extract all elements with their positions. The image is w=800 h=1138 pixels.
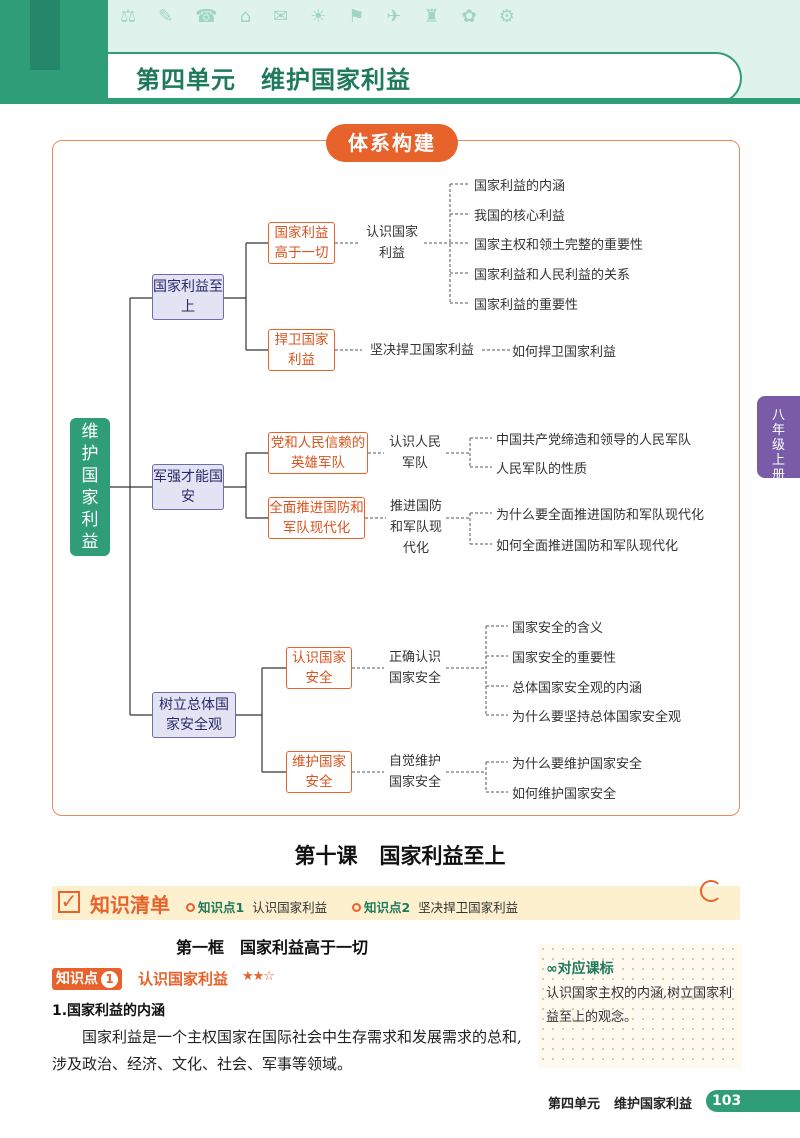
grade-side-tab-label: 八年级上册 xyxy=(771,408,785,483)
section-heading: 1.国家利益的内涵 xyxy=(52,1003,166,1019)
footer-unit-label: 第四单元维护国家利益 xyxy=(548,1097,693,1112)
curriculum-standard-title: ∞对应课标 xyxy=(546,961,614,977)
leaf-3a-3: 总体国家安全观的内涵 xyxy=(512,681,643,696)
checkmark-icon: ✓ xyxy=(58,891,80,913)
leaf-1a-4: 国家利益和人民利益的关系 xyxy=(474,268,631,283)
mid-label-1a: 认识国家利益 xyxy=(365,225,418,261)
frame-name: 国家利益高于一切 xyxy=(240,938,369,957)
leaf-1a-5: 国家利益的重要性 xyxy=(474,298,579,313)
section-body: 国家利益是一个主权国家在国际社会中生存需求和发展需求的总和,涉及政治、经济、文化… xyxy=(52,1028,522,1073)
curriculum-standard-text: 认识国家主权的内涵,树立国家利益至上的观念。 xyxy=(546,986,733,1025)
leaf-1a-3: 国家主权和领土完整的重要性 xyxy=(474,238,644,253)
knowledge-bar xyxy=(52,886,740,920)
knowledge-point-name: 认识国家利益 xyxy=(138,970,229,988)
sub-node-3b: 维护国家安全 xyxy=(286,751,352,793)
mid-label-1b: 坚决捍卫国家利益 xyxy=(369,343,474,358)
leaf-3b-2: 如何维护国家安全 xyxy=(512,787,617,802)
knowledge-point-number: 1 xyxy=(101,971,118,988)
frame-title: 第一框国家利益高于一切 xyxy=(176,934,368,958)
leaf-2a-1: 中国共产党缔造和领导的人民军队 xyxy=(496,433,692,448)
curl-icon xyxy=(700,880,722,902)
header-title-tab xyxy=(108,52,742,104)
unit-title: 第四单元 维护国家利益 xyxy=(136,66,411,94)
leaf-1a-1: 国家利益的内涵 xyxy=(474,179,566,194)
leaf-2b-1: 为什么要全面推进国防和军队现代化 xyxy=(496,508,705,523)
bullet-icon xyxy=(186,903,195,912)
header-decoration-icons: ⚖✎☎⌂✉☀⚑✈♜✿⚙ xyxy=(120,6,537,27)
branch-node-3: 树立总体国家安全观 xyxy=(152,692,236,738)
page-number: 103 xyxy=(706,1090,800,1112)
leaf-3a-4: 为什么要坚持总体国家安全观 xyxy=(512,710,682,725)
leaf-3a-2: 国家安全的重要性 xyxy=(512,651,617,666)
branch-node-2: 军强才能国安 xyxy=(152,464,224,510)
knowledge-bar-title: 知识清单 xyxy=(90,893,170,917)
sub-node-2b: 全面推进国防和军队现代化 xyxy=(268,497,365,539)
difficulty-stars-icon: ★★☆ xyxy=(242,969,275,984)
knowledge-point-link-2[interactable]: 知识点2 坚决捍卫国家利益 xyxy=(352,897,518,916)
grade-side-tab[interactable]: 八年级上册 xyxy=(757,396,800,483)
sub-node-1a: 国家利益高于一切 xyxy=(268,222,335,264)
sub-node-3a: 认识国家安全 xyxy=(286,647,352,689)
leaf-2b-2: 如何全面推进国防和军队现代化 xyxy=(496,539,679,554)
leaf-2a-2: 人民军队的性质 xyxy=(496,462,588,477)
frame-number: 第一框 xyxy=(176,938,225,957)
mid-label-3b: 自觉维护国家安全 xyxy=(388,754,441,790)
knowledge-point-link-1[interactable]: 知识点1 认识国家利益 xyxy=(186,897,327,916)
bookmark-icon xyxy=(30,0,60,70)
branch-node-1: 国家利益至上 xyxy=(152,274,224,320)
link-icon: ∞ xyxy=(546,961,558,977)
curriculum-standard-box xyxy=(538,944,742,1068)
bullet-icon xyxy=(352,903,361,912)
mid-label-3a: 正确认识国家安全 xyxy=(388,650,441,686)
lesson-number: 第十课 xyxy=(294,844,358,868)
mind-map-root-node: 维护国家利益 xyxy=(70,418,110,556)
leaf-1a-2: 我国的核心利益 xyxy=(474,209,566,224)
mid-label-2b: 推进国防和军队现代化 xyxy=(389,499,442,556)
header-stripe xyxy=(0,98,800,104)
leaf-3a-1: 国家安全的含义 xyxy=(512,621,604,636)
mind-map-root-label: 维护国家利益 xyxy=(81,422,99,552)
leaf-3b-1: 为什么要维护国家安全 xyxy=(512,757,643,772)
mind-map-title: 体系构建 xyxy=(326,124,458,162)
leaf-1b-1: 如何捍卫国家利益 xyxy=(512,345,617,360)
lesson-title: 第十课国家利益至上 xyxy=(0,840,800,870)
mid-label-2a: 认识人民军队 xyxy=(388,435,441,471)
lesson-name: 国家利益至上 xyxy=(379,844,506,868)
sub-node-2a: 党和人民信赖的英雄军队 xyxy=(268,432,368,474)
sub-node-1b: 捍卫国家利益 xyxy=(268,329,335,371)
